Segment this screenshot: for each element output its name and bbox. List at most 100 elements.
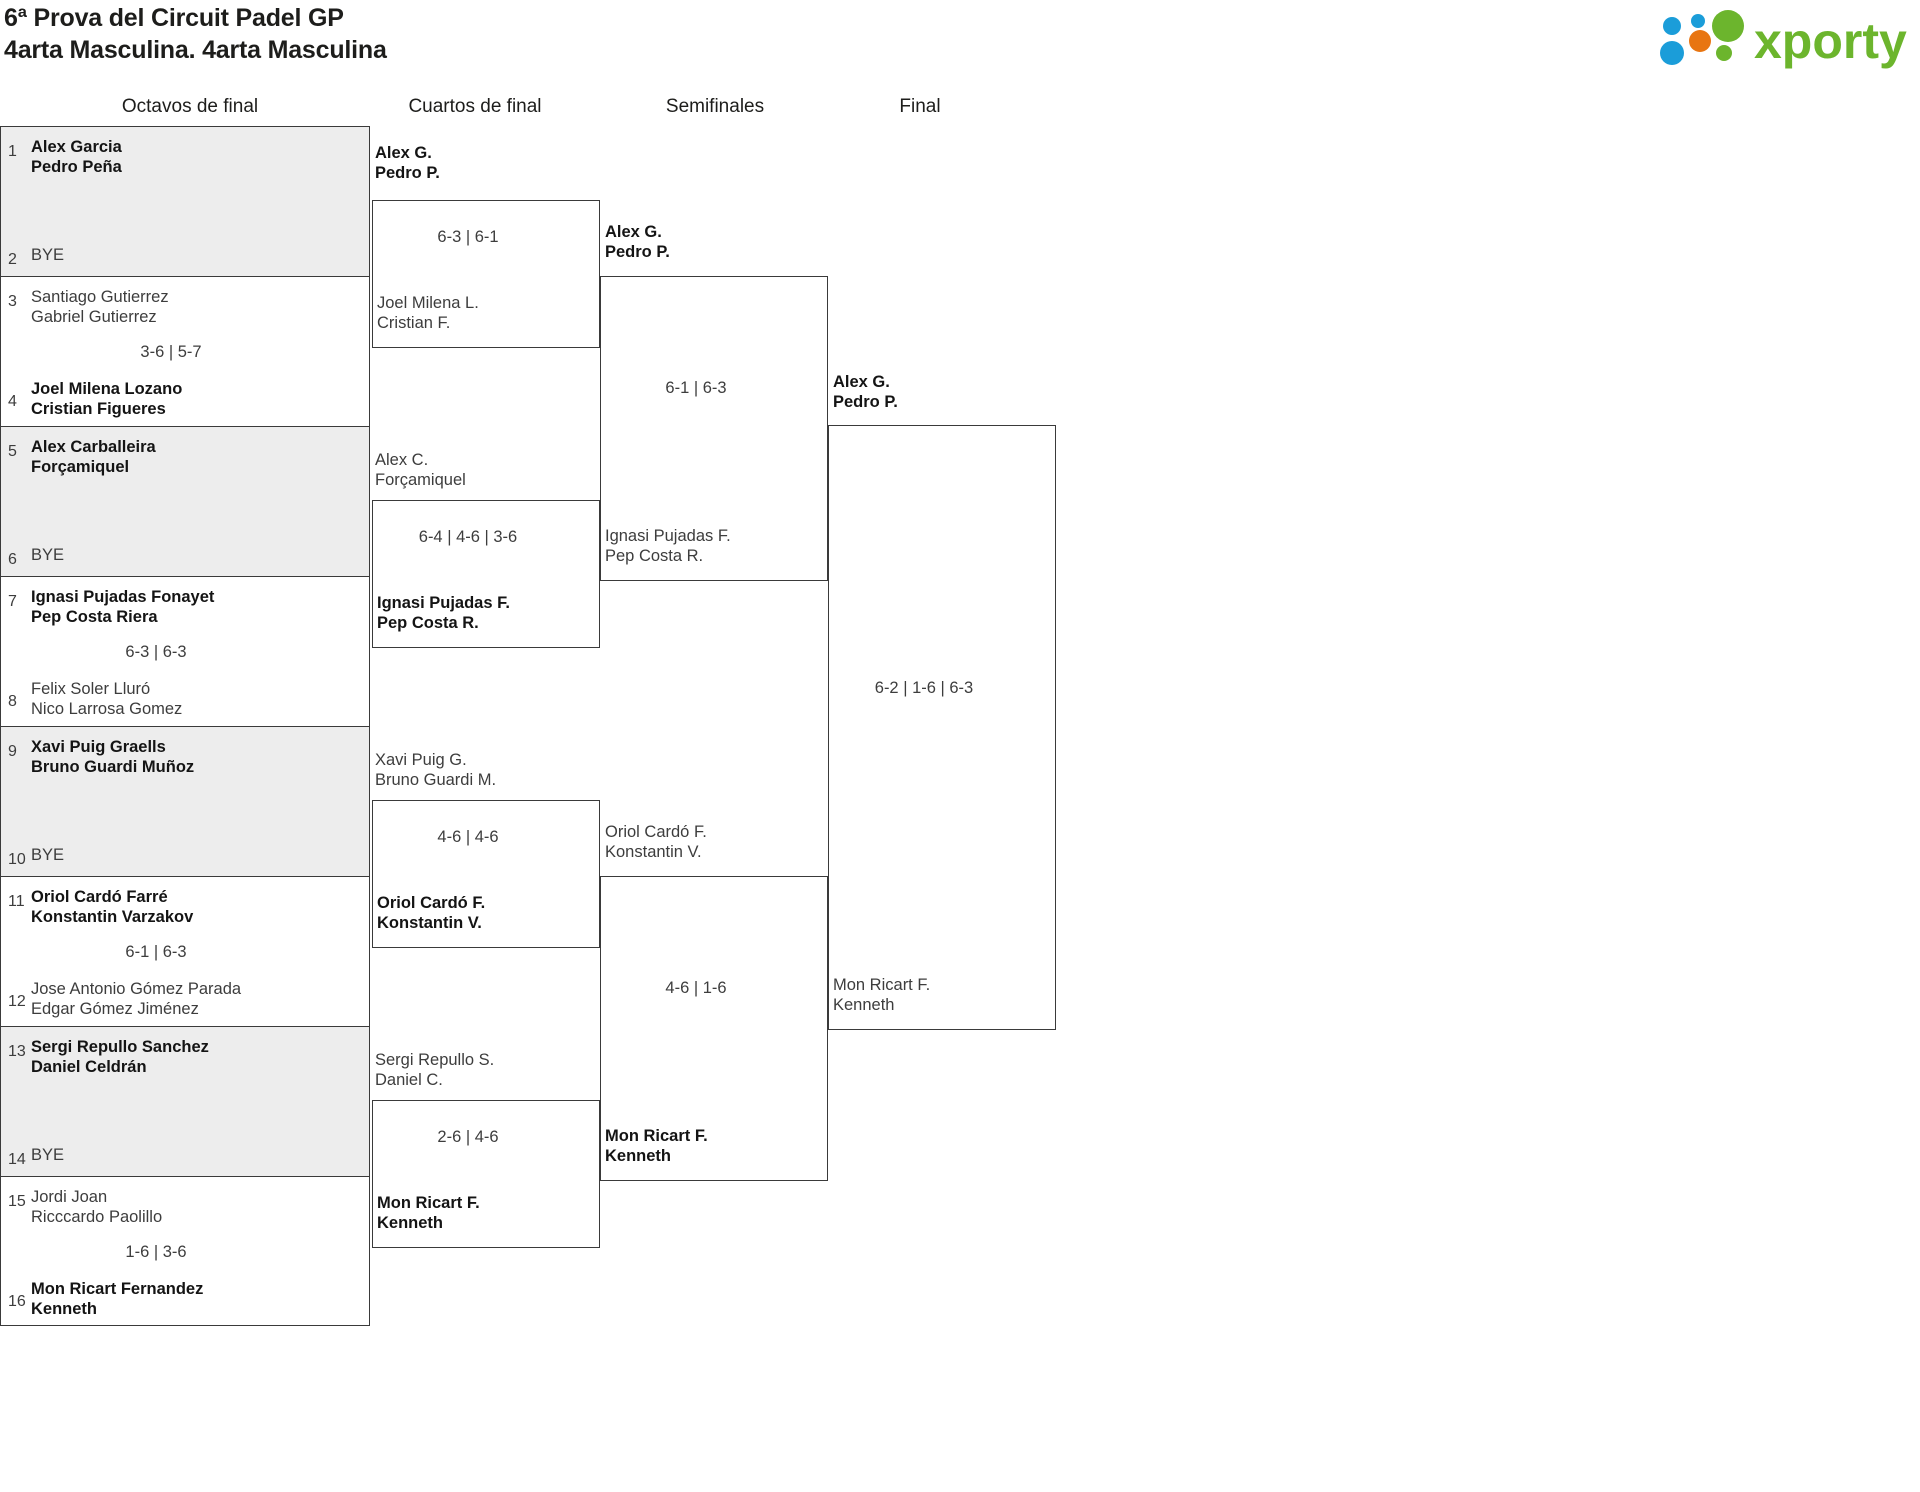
r2-match-2-bottom-p1: Ignasi Pujadas F. [377, 594, 510, 612]
match-score: 3-6 | 5-7 [140, 343, 202, 361]
team-name: Edgar Gómez Jiménez [31, 1000, 199, 1018]
seed-number: 6 [8, 551, 17, 568]
team-name: Ricccardo Paolillo [31, 1208, 163, 1226]
team-name: BYE [31, 1146, 65, 1164]
r1-match-2[interactable]: 3 Santiago Gutierrez Gabriel Gutierrez 3… [0, 276, 370, 426]
team-name: Cristian Figueres [31, 400, 166, 418]
r4-match-1-box[interactable]: 6-2 | 1-6 | 6-3 Mon Ricart F. Kenneth [828, 425, 1056, 1030]
r1-match-3[interactable]: 5 Alex Carballeira Forçamiquel 6 BYE [0, 426, 370, 576]
team-name: Joel Milena Lozano [31, 380, 183, 398]
r3-match-1-box[interactable]: 6-1 | 6-3 Ignasi Pujadas F. Pep Costa R. [600, 276, 828, 581]
match-score: 6-1 | 6-3 [125, 943, 187, 961]
team-name: Konstantin Varzakov [31, 908, 194, 926]
seed-number: 9 [8, 743, 17, 760]
r4-match-1-bottom-p1: Mon Ricart F. [833, 976, 931, 994]
r2-match-4-box[interactable]: 2-6 | 4-6 Mon Ricart F. Kenneth [372, 1100, 600, 1248]
seed-number: 3 [8, 293, 17, 310]
team-name: BYE [31, 246, 65, 264]
r3-match-1-top-p1: Alex G. [605, 223, 662, 241]
team-name: Nico Larrosa Gomez [31, 700, 183, 718]
r2-match-2-bottom-p2: Pep Costa R. [377, 614, 479, 632]
match-score: 1-6 | 3-6 [125, 1243, 187, 1261]
r2-match-1-bottom-p2: Cristian F. [377, 314, 451, 332]
team-name: BYE [31, 846, 65, 864]
r3-match-1-bottom-p2: Pep Costa R. [605, 547, 704, 565]
team-name: Kenneth [31, 1300, 97, 1318]
r2-match-3-top-p2: Bruno Guardi M. [375, 771, 497, 789]
match-score: 6-3 | 6-1 [437, 228, 499, 246]
match-score: 6-2 | 1-6 | 6-3 [874, 679, 974, 697]
round-header-cuartos: Cuartos de final [408, 96, 542, 117]
team-name: Bruno Guardi Muñoz [31, 758, 195, 776]
r2-match-4-top-p1: Sergi Repullo S. [375, 1051, 495, 1069]
r1-match-1[interactable]: 1 Alex Garcia Pedro Peña 2 BYE [0, 126, 370, 276]
title-line-2: 4arta Masculina. 4arta Masculina [4, 36, 387, 64]
r3-match-2-box[interactable]: 4-6 | 1-6 Mon Ricart F. Kenneth [600, 876, 828, 1181]
r2-match-1-top-p1: Alex G. [375, 144, 432, 162]
match-score: 6-3 | 6-3 [125, 643, 187, 661]
team-name: Jose Antonio Gómez Parada [31, 980, 242, 998]
r2-match-4-top-p2: Daniel C. [375, 1071, 443, 1089]
r4-match-1-top-p2: Pedro P. [833, 393, 898, 411]
match-score: 4-6 | 4-6 [437, 828, 499, 846]
team-name: Alex Carballeira [31, 438, 156, 456]
match-score: 6-1 | 6-3 [665, 379, 727, 397]
r3-match-2-bottom-p1: Mon Ricart F. [605, 1127, 708, 1145]
seed-number: 11 [8, 893, 25, 910]
team-name: Pep Costa Riera [31, 608, 158, 626]
team-name: Alex Garcia [31, 138, 122, 156]
r2-match-4-bottom-p1: Mon Ricart F. [377, 1194, 480, 1212]
team-name: Pedro Peña [31, 158, 122, 176]
r2-match-1-bottom-p1: Joel Milena L. [377, 294, 479, 312]
r2-match-1-top-p2: Pedro P. [375, 164, 440, 182]
r2-match-3-box[interactable]: 4-6 | 4-6 Oriol Cardó F. Konstantin V. [372, 800, 600, 948]
r3-match-2-top-p1: Oriol Cardó F. [605, 823, 707, 841]
svg-text:xporty: xporty [1754, 13, 1907, 69]
team-name: Sergi Repullo Sanchez [31, 1038, 209, 1056]
xporty-logo: xporty [1658, 8, 1908, 70]
team-name: Jordi Joan [31, 1188, 108, 1206]
r3-match-2-top-p2: Konstantin V. [605, 843, 702, 861]
team-name: Mon Ricart Fernandez [31, 1280, 204, 1298]
seed-number: 7 [8, 593, 17, 610]
team-name: Daniel Celdrán [31, 1058, 147, 1076]
team-name: Santiago Gutierrez [31, 288, 169, 306]
title-line-1: 6ª Prova del Circuit Padel GP [4, 4, 344, 32]
team-name: Xavi Puig Graells [31, 738, 166, 756]
match-score: 4-6 | 1-6 [665, 979, 727, 997]
team-name: Ignasi Pujadas Fonayet [31, 588, 215, 606]
round-header-semifinales: Semifinales [665, 96, 765, 117]
r2-match-3-bottom-p1: Oriol Cardó F. [377, 894, 486, 912]
seed-number: 4 [8, 393, 17, 410]
seed-number: 12 [8, 993, 26, 1010]
team-name: BYE [31, 546, 65, 564]
seed-number: 13 [8, 1043, 26, 1060]
r1-match-8[interactable]: 15 Jordi Joan Ricccardo Paolillo 1-6 | 3… [0, 1176, 370, 1326]
r2-match-4-bottom-p2: Kenneth [377, 1214, 443, 1232]
r4-match-1-bottom-p2: Kenneth [833, 996, 895, 1014]
match-score: 2-6 | 4-6 [437, 1128, 499, 1146]
r2-match-2-top-p2: Forçamiquel [375, 471, 466, 489]
r2-match-2-box[interactable]: 6-4 | 4-6 | 3-6 Ignasi Pujadas F. Pep Co… [372, 500, 600, 648]
r2-match-2-top-p1: Alex C. [375, 451, 429, 469]
r2-match-1-box[interactable]: 6-3 | 6-1 Joel Milena L. Cristian F. [372, 200, 600, 348]
seed-number: 8 [8, 693, 17, 710]
match-score: 6-4 | 4-6 | 3-6 [418, 528, 518, 546]
r4-match-1-top-p1: Alex G. [833, 373, 890, 391]
seed-number: 2 [8, 251, 17, 268]
r1-match-4[interactable]: 7 Ignasi Pujadas Fonayet Pep Costa Riera… [0, 576, 370, 726]
page-title: 6ª Prova del Circuit Padel GP 4arta Masc… [4, 2, 387, 66]
r1-match-6[interactable]: 11 Oriol Cardó Farré Konstantin Varzakov… [0, 876, 370, 1026]
r1-match-7[interactable]: 13 Sergi Repullo Sanchez Daniel Celdrán … [0, 1026, 370, 1176]
r1-match-5[interactable]: 9 Xavi Puig Graells Bruno Guardi Muñoz 1… [0, 726, 370, 876]
r2-match-3-top-p1: Xavi Puig G. [375, 751, 467, 769]
seed-number: 1 [8, 143, 17, 160]
r3-match-1-top-p2: Pedro P. [605, 243, 670, 261]
seed-number: 15 [8, 1193, 26, 1210]
team-name: Felix Soler Lluró [31, 680, 151, 698]
team-name: Gabriel Gutierrez [31, 308, 157, 326]
r3-match-1-bottom-p1: Ignasi Pujadas F. [605, 527, 731, 545]
team-name: Oriol Cardó Farré [31, 888, 168, 906]
seed-number: 5 [8, 443, 17, 460]
